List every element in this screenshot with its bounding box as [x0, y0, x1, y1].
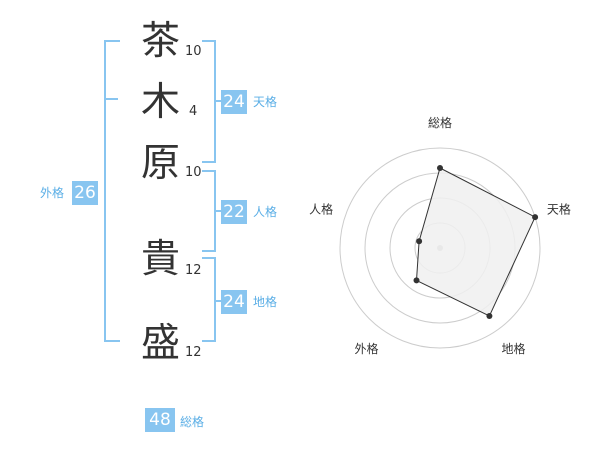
tenkaku-value: 24 — [221, 90, 247, 114]
radar-point-1 — [437, 165, 443, 171]
radar-axis-label-4: 外格 — [354, 341, 378, 356]
radar-point-5 — [416, 238, 423, 245]
name-char-4: 貴 — [141, 237, 181, 282]
radar-axis-label-5: 人格 — [309, 201, 333, 216]
gaikaku-label: 外格 — [40, 186, 65, 200]
chikaku-label: 地格 — [253, 295, 278, 309]
name-char-3: 原 — [141, 141, 181, 186]
name-char-2: 木 — [141, 80, 181, 125]
radar-grid-ring — [339, 147, 541, 349]
stroke-count-5: 12 — [185, 345, 202, 360]
stroke-count-1: 10 — [185, 44, 202, 59]
soukaku-value: 48 — [145, 408, 175, 432]
stroke-count-2: 4 — [189, 104, 198, 119]
chikaku-value: 24 — [221, 290, 247, 314]
jinkaku-tick — [214, 210, 222, 212]
tenkaku-tick — [214, 100, 222, 102]
stroke-count-4: 12 — [185, 263, 202, 278]
gaikaku-bracket — [104, 40, 120, 342]
jinkaku-label: 人格 — [253, 205, 278, 219]
soukaku-label: 総格 — [180, 415, 205, 429]
chikaku-bracket — [202, 257, 216, 342]
stroke-count-3: 10 — [185, 165, 202, 180]
name-char-5: 盛 — [141, 321, 181, 366]
radar-axis-label-1: 総格 — [428, 115, 452, 130]
radar-axis-label-3: 地格 — [501, 341, 525, 356]
radar-point-2 — [532, 214, 539, 221]
jinkaku-value: 22 — [221, 200, 247, 224]
gaikaku-bracket-tick — [104, 98, 118, 100]
name-char-1: 茶 — [141, 19, 181, 64]
radar-point-3 — [486, 313, 493, 319]
tenkaku-label: 天格 — [253, 95, 278, 109]
chikaku-tick — [214, 300, 222, 302]
gaikaku-value: 26 — [72, 181, 98, 205]
radar-point-4 — [413, 277, 420, 284]
radar-axis-label-2: 天格 — [547, 201, 571, 216]
radar-polygon — [415, 167, 536, 317]
